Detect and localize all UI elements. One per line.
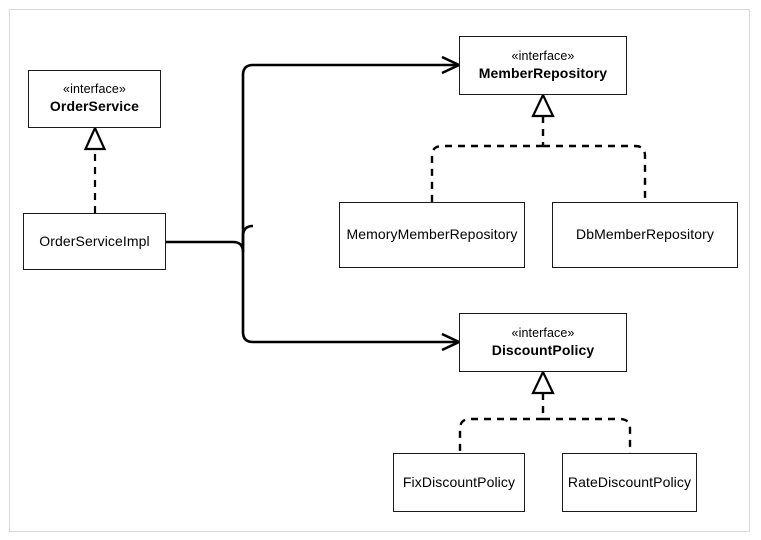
class-name-label: OrderServiceImpl (39, 232, 150, 249)
class-box-fix-discount-policy[interactable]: FixDiscountPolicy (393, 453, 525, 512)
class-name-label: DiscountPolicy (491, 341, 595, 358)
class-box-db-member-repository[interactable]: DbMemberRepository (552, 202, 738, 268)
class-box-discount-policy[interactable]: «interface» DiscountPolicy (459, 313, 627, 372)
stereotype-label: «interface» (511, 48, 575, 63)
class-box-order-service[interactable]: «interface» OrderService (28, 70, 161, 128)
class-box-member-repository[interactable]: «interface» MemberRepository (459, 36, 627, 95)
class-name-label: RateDiscountPolicy (567, 473, 692, 490)
class-box-memory-member-repository[interactable]: MemoryMemberRepository (339, 202, 525, 268)
class-box-order-service-impl[interactable]: OrderServiceImpl (23, 213, 166, 270)
stereotype-label: «interface» (511, 325, 575, 340)
class-name-label: MemberRepository (478, 64, 608, 81)
class-name-label: FixDiscountPolicy (402, 473, 516, 490)
class-name-label: MemoryMemberRepository (346, 226, 518, 243)
class-name-label: DbMemberRepository (576, 226, 714, 243)
stereotype-label: «interface» (63, 82, 126, 97)
class-name-label: OrderService (49, 98, 140, 115)
class-box-rate-discount-policy[interactable]: RateDiscountPolicy (562, 453, 697, 512)
